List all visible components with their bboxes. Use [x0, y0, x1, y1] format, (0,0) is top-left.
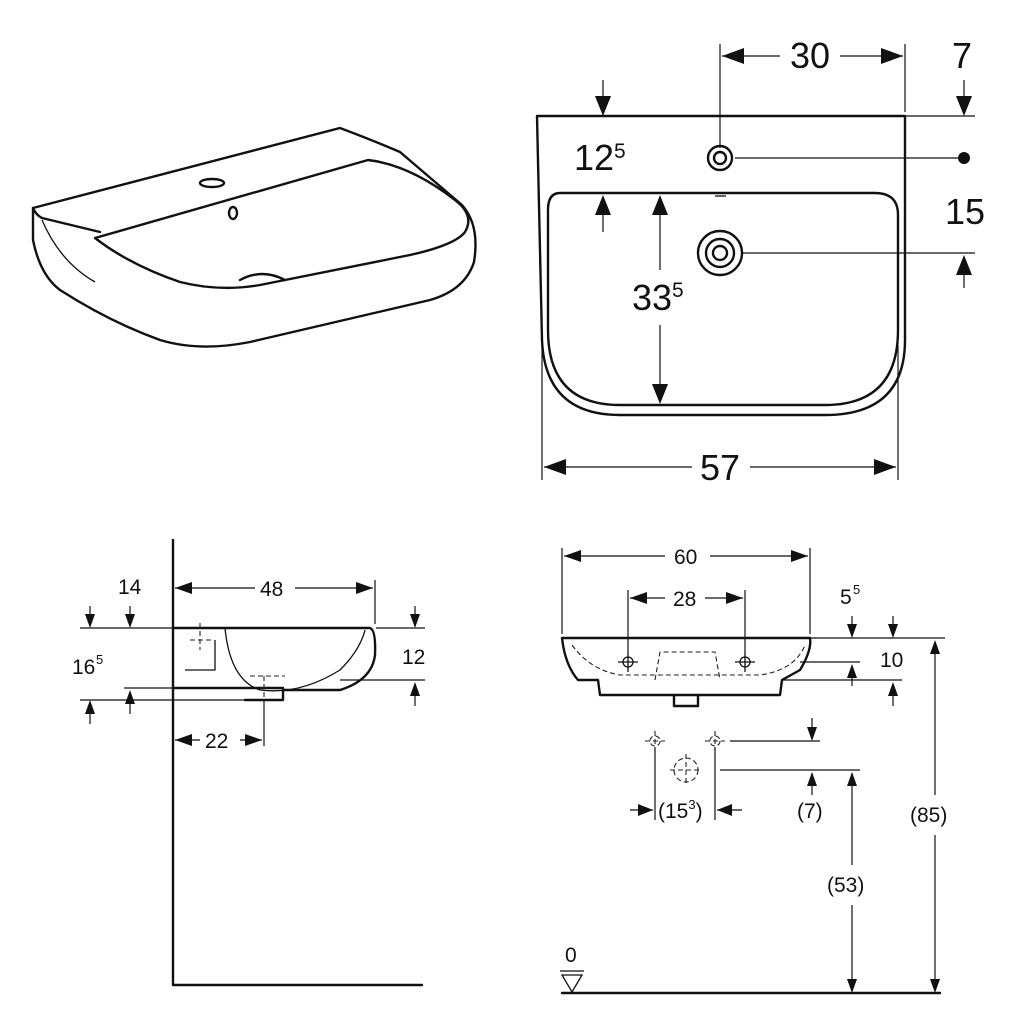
tap-hole-left: [618, 652, 638, 672]
dim-14: 14: [118, 576, 142, 599]
tap-hole-right: [735, 652, 755, 672]
dim-10: 10: [880, 649, 903, 672]
dim-12-5-sup: 5: [614, 140, 626, 163]
dim-12-5: 12: [574, 137, 614, 178]
dim-7-top: 7: [952, 35, 972, 76]
drain-outlet-position: [670, 754, 702, 786]
dim-5-5: 5: [840, 586, 852, 609]
dim-15-3: (153): [658, 797, 703, 823]
basin-perspective-view: [31, 126, 477, 348]
dim-22: 22: [205, 730, 228, 753]
dim-57: 57: [700, 447, 740, 488]
dim-33-5-sup: 5: [672, 279, 684, 302]
dim-16-5: 16: [72, 656, 95, 679]
dim-85: (85): [910, 804, 947, 827]
floor-level-label: 0: [565, 944, 577, 967]
dim-7-front: (7): [797, 800, 823, 823]
dim-53: (53): [827, 874, 864, 897]
fixing-hole-right: [705, 731, 725, 751]
basin-side-view: 48 14 16 5 12 22: [72, 538, 425, 987]
dim-33-5: 33: [632, 277, 672, 318]
fixing-hole-left: [645, 731, 665, 751]
dim-16-5-sup: 5: [96, 652, 103, 667]
dim-28: 28: [673, 588, 696, 611]
dim-30: 30: [790, 35, 830, 76]
dim-12: 12: [402, 646, 425, 669]
basin-top-view: 30 7 12 5 33 5 15 57: [535, 35, 985, 488]
dim-60: 60: [674, 546, 697, 569]
basin-front-view: 60 28 5 5 10: [560, 546, 947, 995]
dim-5-5-sup: 5: [853, 582, 860, 597]
dim-15: 15: [945, 191, 985, 232]
dim-48: 48: [260, 578, 283, 601]
